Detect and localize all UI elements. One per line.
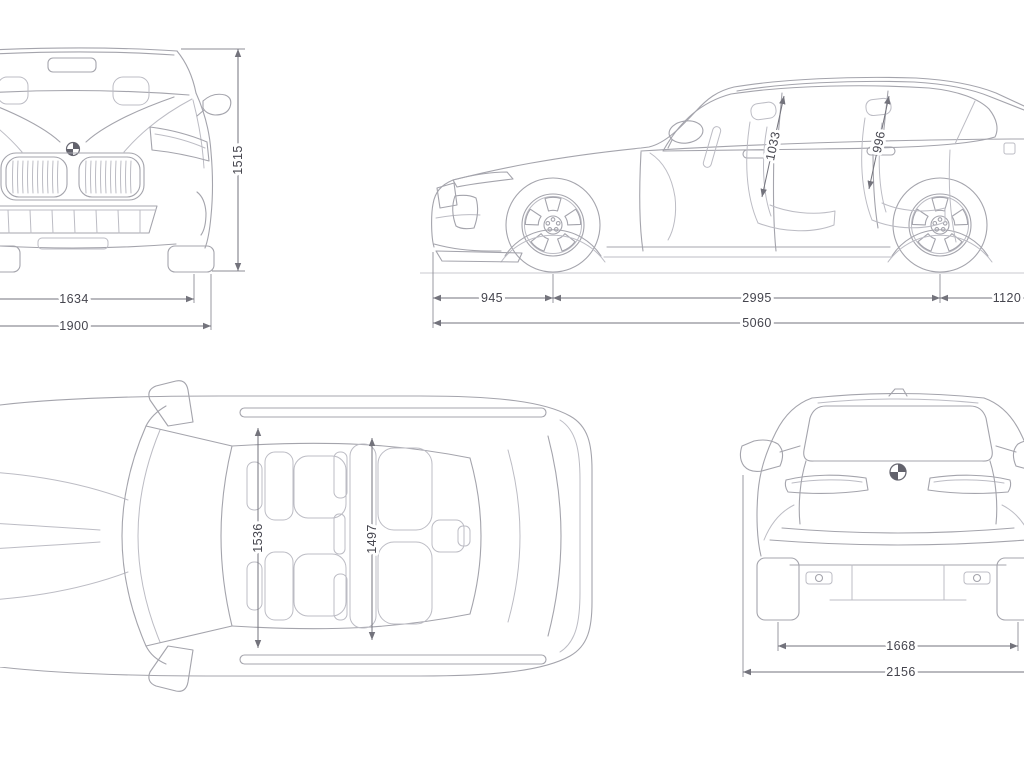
dim-label-front-overhang: 945 <box>481 291 503 305</box>
side-mirror-arm <box>667 139 673 149</box>
dim-label-length: 5060 <box>742 316 771 330</box>
dim-label-rear-track: 1668 <box>886 639 915 653</box>
dim-front-width: 1900 <box>0 274 212 336</box>
door-mirror-right <box>196 93 232 117</box>
dim-wheelbase: 2995 <box>553 274 941 308</box>
headrest-left <box>0 76 29 105</box>
dim-interior-width-front: 1536 <box>248 428 268 648</box>
fuel-door <box>1003 142 1016 155</box>
rear-window <box>803 405 993 462</box>
roof <box>231 407 562 665</box>
plate-mount <box>37 237 109 250</box>
top-body-outline <box>0 395 593 677</box>
rear-body <box>756 388 1024 621</box>
dim-label-wheelbase: 2995 <box>742 291 771 305</box>
front-arch-lip <box>500 234 606 263</box>
top-mirror-right <box>148 645 194 692</box>
top-view: 1536 1497 <box>0 380 593 692</box>
rear-wheel-arch <box>891 229 989 257</box>
dim-label-height: 1515 <box>231 145 245 174</box>
reflector-left <box>814 573 824 583</box>
lower-grille <box>0 205 158 234</box>
bmw-roundel-icon-rear <box>889 463 907 481</box>
rearview-mirror <box>47 57 97 73</box>
air-intake-right <box>196 191 207 236</box>
side-mirror <box>668 120 704 144</box>
side-interior-seats <box>649 97 957 243</box>
tailgate-seam <box>559 419 581 653</box>
front-tire-right <box>167 245 215 273</box>
dim-width-mirrors: 2156 <box>742 475 1024 682</box>
dim-label-headroom-rear: 996 <box>870 130 888 154</box>
side-view: 1033 996 945 2995 1120 5060 <box>420 76 1024 333</box>
rear-view: 1668 2156 <box>739 388 1024 682</box>
dim-rear-overhang: 1120 <box>940 288 1024 308</box>
dim-rear-track: 1668 <box>777 622 1019 656</box>
front-view-body <box>0 47 214 249</box>
dim-front-overhang: 945 <box>432 252 554 328</box>
dim-front-height: 1515 <box>181 48 248 272</box>
dim-label-rear-overhang: 1120 <box>993 291 1021 305</box>
front-tire-left <box>0 245 21 273</box>
bumper-lower <box>0 243 177 249</box>
bmw-roundel-icon <box>65 141 81 157</box>
roof-rail-bottom <box>239 654 547 665</box>
windshield <box>121 405 233 665</box>
dim-label-width-mirrors: 2156 <box>886 665 915 679</box>
dim-overall-length: 5060 <box>433 313 1024 333</box>
grille-slats <box>12 160 132 194</box>
dim-label-width: 1900 <box>59 319 88 333</box>
rear-mirror-right <box>995 440 1024 469</box>
dim-label-interior-width-front: 1536 <box>251 523 265 552</box>
front-wheel-arch <box>504 229 602 257</box>
taillights <box>784 474 1012 494</box>
tailgate-bumper <box>763 460 1024 601</box>
dim-label-interior-width-rear: 1497 <box>365 524 379 553</box>
dim-front-track: 1634 <box>0 274 195 309</box>
dim-interior-width-rear: 1497 <box>362 438 382 640</box>
side-front-end <box>433 171 523 263</box>
roof-rail-top <box>239 407 547 418</box>
hood-lines <box>0 472 129 600</box>
headlight-right <box>149 126 210 162</box>
front-view: 1515 1634 1900 <box>0 47 248 336</box>
rear-wheel <box>892 177 988 273</box>
rear-tire-left <box>756 557 800 621</box>
antenna-fin <box>888 388 908 397</box>
steering-wheel <box>702 126 722 168</box>
rear-tire-right <box>996 557 1024 621</box>
kidney-grille <box>0 152 145 201</box>
reflector-right <box>972 573 982 583</box>
top-mirror-left <box>148 380 194 427</box>
headrest-right <box>112 76 150 106</box>
rear-mirror-left <box>739 439 801 472</box>
top-seats <box>246 443 471 629</box>
dim-label-track: 1634 <box>59 292 88 306</box>
rear-arch-lip <box>887 234 993 263</box>
